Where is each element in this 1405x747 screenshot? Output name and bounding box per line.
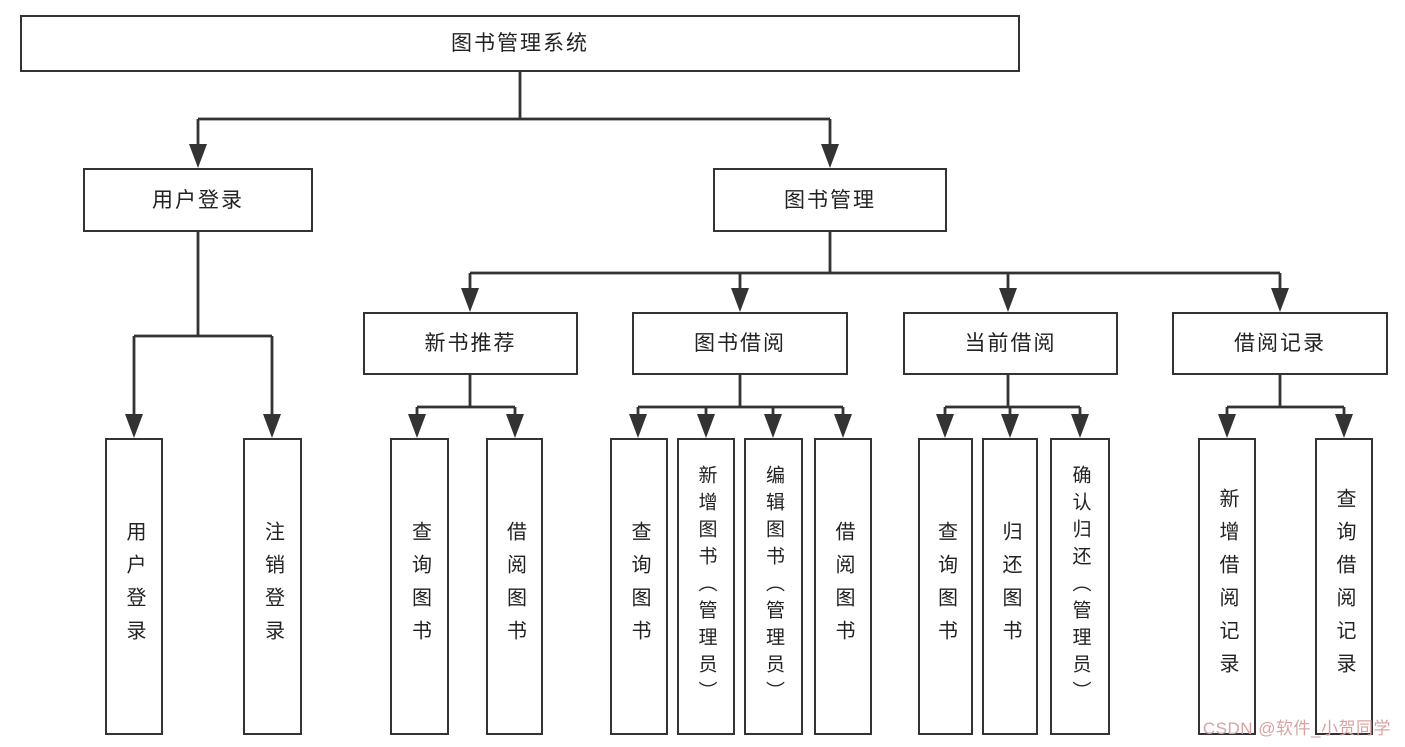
node-book-borrow-label: 图书借阅 <box>694 332 786 355</box>
node-book-management-label: 图书管理 <box>784 188 876 212</box>
leaf-logout: 注销登录 <box>243 438 302 735</box>
leaf-query-books-c-label: 查询图书 <box>934 520 957 653</box>
leaf-confirm-return-admin: 确认归还（管理员） <box>1050 438 1110 735</box>
node-borrow-records: 借阅记录 <box>1172 312 1388 375</box>
leaf-query-borrow-record-label: 查询借阅记录 <box>1333 487 1355 686</box>
leaf-query-books-a-label: 查询图书 <box>408 520 431 653</box>
leaf-edit-book-admin: 编辑图书（管理员） <box>744 438 803 735</box>
node-borrow-records-label: 借阅记录 <box>1234 332 1326 355</box>
leaf-return-book-label: 归还图书 <box>999 520 1021 653</box>
leaf-borrow-books-b-label: 借阅图书 <box>832 520 854 653</box>
leaf-borrow-books-b: 借阅图书 <box>814 438 872 735</box>
node-book-borrow: 图书借阅 <box>632 312 848 375</box>
leaf-add-book-admin-label: 新增图书（管理员） <box>695 465 717 708</box>
connector-path <box>132 72 1346 420</box>
leaf-query-books-b-label: 查询图书 <box>628 520 650 653</box>
node-new-book-recommend: 新书推荐 <box>363 312 578 375</box>
leaf-user-login-label: 用户登录 <box>123 520 145 653</box>
leaf-borrow-books-a-label: 借阅图书 <box>503 520 526 653</box>
leaf-add-borrow-record-label: 新增借阅记录 <box>1216 487 1238 686</box>
arrowheads <box>125 144 1353 438</box>
node-current-borrow-label: 当前借阅 <box>964 332 1057 355</box>
leaf-edit-book-admin-label: 编辑图书（管理员） <box>763 465 784 708</box>
leaf-query-books-c: 查询图书 <box>918 438 973 735</box>
leaf-query-borrow-record: 查询借阅记录 <box>1315 438 1373 735</box>
node-user-login-label: 用户登录 <box>152 188 244 212</box>
watermark: CSDN @软件_小贺同学 <box>1202 719 1391 738</box>
leaf-add-book-admin: 新增图书（管理员） <box>677 438 735 735</box>
node-current-borrow: 当前借阅 <box>903 312 1118 375</box>
node-new-book-recommend-label: 新书推荐 <box>424 332 517 355</box>
node-book-management: 图书管理 <box>713 168 947 232</box>
node-user-login: 用户登录 <box>83 168 313 232</box>
leaf-return-book: 归还图书 <box>982 438 1038 735</box>
node-library-system-label: 图书管理系统 <box>451 32 589 55</box>
leaf-logout-label: 注销登录 <box>261 520 284 653</box>
leaf-confirm-return-admin-label: 确认归还（管理员） <box>1069 465 1091 708</box>
leaf-add-borrow-record: 新增借阅记录 <box>1198 438 1256 735</box>
leaf-query-books-a: 查询图书 <box>390 438 449 735</box>
node-library-system: 图书管理系统 <box>20 15 1020 72</box>
leaf-borrow-books-a: 借阅图书 <box>486 438 543 735</box>
leaf-query-books-b: 查询图书 <box>610 438 668 735</box>
leaf-user-login: 用户登录 <box>105 438 163 735</box>
